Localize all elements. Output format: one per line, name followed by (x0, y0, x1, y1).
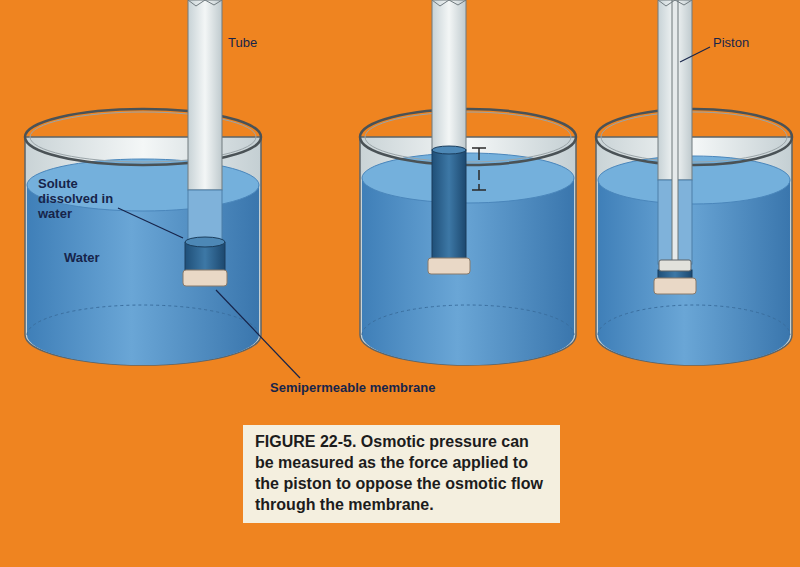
part-label: Water (64, 250, 124, 265)
part-label: Semipermeable membrane (270, 380, 500, 395)
drawing-part (362, 305, 574, 335)
tube (428, 0, 470, 274)
drawing-part (185, 237, 225, 247)
beaker (596, 109, 792, 365)
beaker (25, 109, 261, 365)
tube (183, 0, 227, 286)
piston-head (659, 260, 691, 271)
drawing-part (188, 0, 222, 190)
drawing-part (432, 150, 466, 265)
drawing-part (658, 0, 692, 6)
drawing-part (360, 109, 576, 165)
drawing-part (432, 146, 466, 154)
drawing-part (601, 112, 787, 162)
drawing-part (216, 290, 300, 378)
beaker (360, 109, 576, 365)
drawing-part (188, 190, 222, 242)
figure-caption: FIGURE 22-5. Osmotic pressure can be mea… (243, 425, 560, 523)
drawing-part (25, 109, 261, 165)
leader-line (118, 47, 710, 378)
part-label: Tube (228, 35, 288, 50)
drawing-part (596, 137, 792, 365)
tube-with-piston (654, 0, 696, 294)
drawing-part (118, 208, 183, 238)
membrane (183, 270, 227, 286)
drawing-part (680, 47, 710, 62)
drawing-part (360, 137, 576, 365)
part-label: Solute dissolved in water (38, 176, 116, 221)
drawing-part (362, 178, 574, 365)
drawing-part (478, 148, 480, 160)
drawing-part (27, 305, 259, 335)
drawing-part (432, 0, 466, 150)
drawing-part (598, 305, 790, 335)
membrane (428, 258, 470, 274)
drawing-part (596, 109, 792, 165)
drawing-part (478, 170, 480, 180)
membrane (654, 278, 696, 294)
drawing-part (432, 0, 466, 6)
drawing-part (25, 137, 261, 365)
piston-rod (672, 0, 678, 262)
drawing-part (598, 156, 790, 204)
drawing-part (362, 153, 574, 203)
drawing-part (478, 184, 480, 190)
part-label: Piston (713, 35, 783, 50)
height-bracket (472, 148, 486, 190)
drawing-part (598, 180, 790, 365)
drawing-part (188, 0, 222, 6)
drawing-part (365, 112, 571, 162)
